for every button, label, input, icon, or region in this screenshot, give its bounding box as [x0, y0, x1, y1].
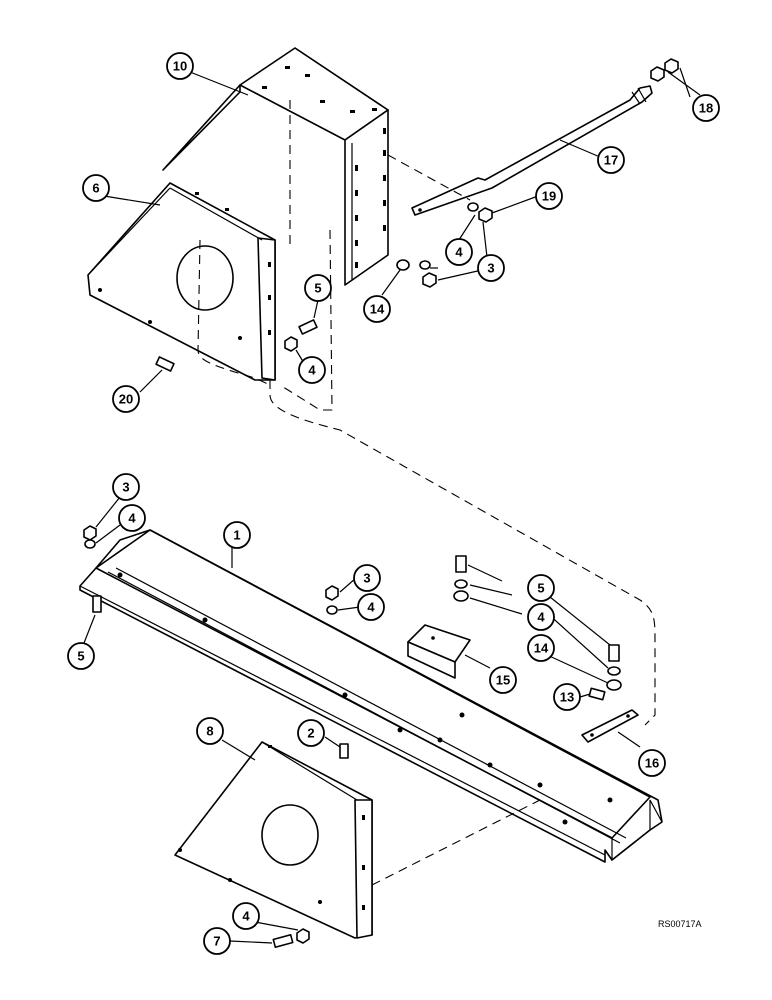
bracket-part-10 [162, 47, 389, 286]
callout-label: 5 [77, 649, 84, 664]
strap-part-16 [581, 709, 639, 743]
callout-4: 4 [232, 902, 260, 930]
callout-label: 5 [537, 581, 544, 596]
callout-3: 3 [477, 254, 505, 282]
lower-hardware [83, 525, 622, 948]
plate-part-8 [174, 741, 373, 939]
callout-label: 15 [496, 673, 510, 688]
callout-label: 2 [307, 726, 314, 741]
callout-label: 6 [92, 181, 99, 196]
callout-label: 3 [122, 480, 129, 495]
callout-3: 3 [112, 473, 140, 501]
callout-label: 18 [699, 101, 713, 116]
callout-label: 4 [537, 610, 545, 625]
callout-16: 16 [638, 749, 666, 777]
callout-label: 1 [233, 528, 240, 543]
callout-label: 8 [206, 724, 213, 739]
callout-2: 2 [297, 719, 325, 747]
callout-14: 14 [363, 295, 391, 323]
rod-part-17 [411, 85, 653, 216]
callout-4: 4 [527, 603, 555, 631]
callout-4: 4 [357, 593, 385, 621]
callout-label: 16 [645, 756, 659, 771]
callout-8: 8 [196, 717, 224, 745]
callout-label: 4 [308, 363, 316, 378]
callout-1: 1 [223, 521, 251, 549]
callout-13: 13 [553, 683, 581, 711]
callout-label: 5 [314, 281, 321, 296]
callout-15: 15 [489, 666, 517, 694]
callout-3: 3 [353, 564, 381, 592]
upper-hardware [155, 202, 493, 372]
callout-7: 7 [203, 927, 231, 955]
callout-6: 6 [82, 174, 110, 202]
callout-label: 3 [363, 571, 370, 586]
callout-18: 18 [692, 94, 720, 122]
dashed-assembly-lines-lower [371, 799, 541, 886]
callout-5: 5 [304, 274, 332, 302]
callout-label: 13 [560, 690, 574, 705]
callout-14: 14 [527, 634, 555, 662]
callout-label: 14 [370, 302, 385, 317]
callout-label: 17 [604, 153, 618, 168]
callout-20: 20 [112, 385, 140, 413]
callout-17: 17 [597, 146, 625, 174]
callout-10: 10 [166, 52, 194, 80]
channel-part-1 [79, 529, 663, 863]
callout-label: 4 [242, 909, 250, 924]
callout-label: 14 [534, 641, 549, 656]
callout-5: 5 [67, 642, 95, 670]
callout-4: 4 [298, 356, 326, 384]
dashed-assembly-lines-upper [197, 100, 656, 726]
bracket-part-15 [407, 624, 471, 679]
callout-4: 4 [118, 504, 146, 532]
callout-label: 3 [487, 261, 494, 276]
nuts-part-18 [650, 58, 679, 82]
callout-5: 5 [527, 574, 555, 602]
callout-label: 19 [542, 189, 556, 204]
callout-label: 4 [455, 245, 463, 260]
callout-19: 19 [535, 182, 563, 210]
callout-label: 4 [367, 600, 375, 615]
callout-4: 4 [445, 238, 473, 266]
callout-label: 7 [213, 934, 220, 949]
figure-code: RS00717A [658, 919, 702, 929]
callout-label: 10 [173, 59, 187, 74]
callout-label: 4 [128, 511, 136, 526]
plate-part-6 [87, 182, 276, 381]
callouts: 10 6 18 17 19 4 3 14 5 4 20 3 4 1 3 4 5 … [67, 52, 720, 955]
callout-label: 20 [119, 392, 133, 407]
